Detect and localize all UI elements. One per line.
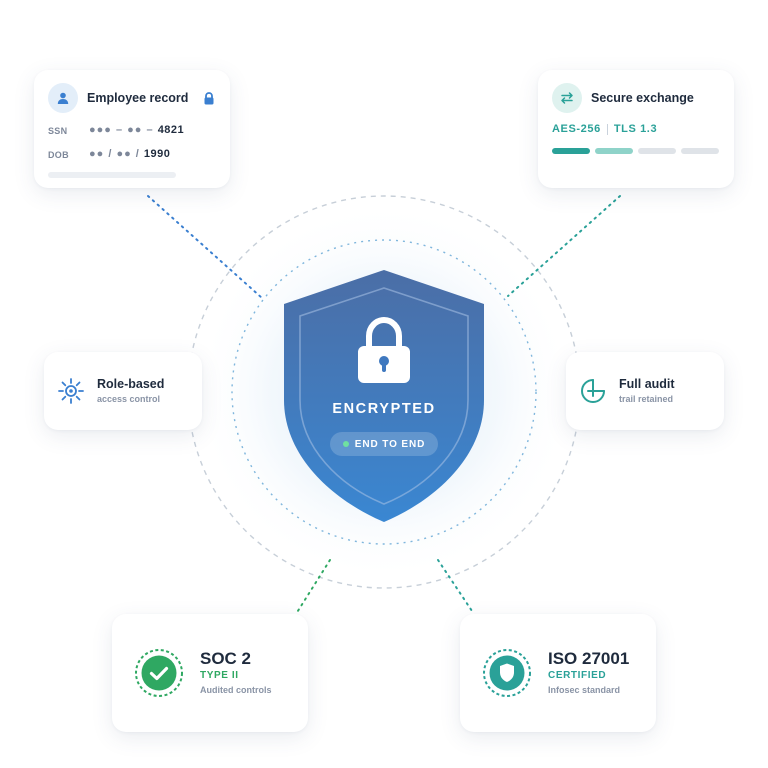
checkmark-icon — [149, 666, 169, 681]
connector-soc — [295, 559, 331, 615]
iso-badge — [483, 649, 531, 697]
avatar — [48, 83, 78, 113]
inner-ring — [231, 239, 537, 545]
iso27001-card[interactable]: ISO 27001 CERTIFIED Infosec standard — [460, 614, 656, 732]
card-subtitle: Infosec standard — [548, 685, 621, 695]
connector-exchange — [507, 195, 621, 297]
ssn-masked: ●●● – ●● – — [89, 124, 154, 136]
shield-label: ENCRYPTED — [332, 401, 436, 417]
connector-employee — [147, 195, 263, 299]
shield-body — [284, 270, 484, 522]
card-subtitle: Audited controls — [200, 685, 272, 695]
record-bar — [48, 172, 176, 178]
shield-inner-outline — [299, 287, 469, 505]
ssn-last-digits: 4821 — [157, 124, 185, 136]
card-title: ISO 27001 — [548, 649, 630, 668]
strength-segment — [595, 148, 633, 154]
badge-label: END TO END — [354, 438, 426, 450]
strength-meter — [552, 148, 719, 154]
divider — [606, 123, 608, 135]
protocol-label: TLS 1.3 — [613, 123, 658, 135]
swap-arrows-icon — [561, 92, 573, 104]
history-clock-icon — [581, 379, 605, 403]
status-dot — [342, 441, 349, 447]
role-based-card[interactable]: Role-based access control — [44, 352, 202, 430]
dob-year: 1990 — [143, 148, 171, 160]
encryption-shield — [284, 270, 484, 522]
card-subtitle: access control — [97, 394, 161, 404]
card-subtitle: trail retained — [619, 394, 674, 404]
dob-masked: ●● / ●● / — [89, 148, 140, 160]
cipher-row: AES-256 TLS 1.3 — [552, 123, 657, 135]
soc2-badge — [135, 649, 183, 697]
secure-exchange-card[interactable]: Secure exchange AES-256 TLS 1.3 — [538, 70, 734, 188]
card-title: Full audit — [619, 377, 675, 391]
strength-segment — [681, 148, 719, 154]
end-to-end-badge: END TO END — [330, 432, 438, 456]
ssn-value: ●●● – ●● – 4821 — [89, 124, 184, 136]
user-icon — [57, 92, 69, 104]
ssn-label: SSN — [48, 126, 68, 136]
full-audit-card[interactable]: Full audit trail retained — [566, 352, 724, 430]
card-type: TYPE II — [200, 670, 239, 681]
employee-record-card[interactable]: Employee record SSN ●●● – ●● – 4821 DOB … — [34, 70, 230, 188]
card-title: Secure exchange — [591, 91, 694, 105]
card-title: SOC 2 — [200, 649, 252, 668]
lock-icon — [204, 92, 214, 105]
shield-icon — [500, 663, 514, 682]
card-title: Role-based — [97, 377, 165, 391]
soc2-card[interactable]: SOC 2 TYPE II Audited controls — [112, 614, 308, 732]
strength-segment — [552, 148, 590, 154]
padlock-icon — [358, 316, 410, 383]
dob-value: ●● / ●● / 1990 — [89, 148, 170, 160]
connector-iso — [437, 559, 475, 615]
exchange-icon-badge — [552, 83, 582, 113]
strength-segment — [638, 148, 676, 154]
card-title: Employee record — [87, 91, 189, 105]
card-status: CERTIFIED — [548, 670, 607, 681]
gear-icon — [58, 378, 84, 404]
dob-label: DOB — [48, 150, 69, 160]
cipher-label: AES-256 — [552, 123, 601, 135]
